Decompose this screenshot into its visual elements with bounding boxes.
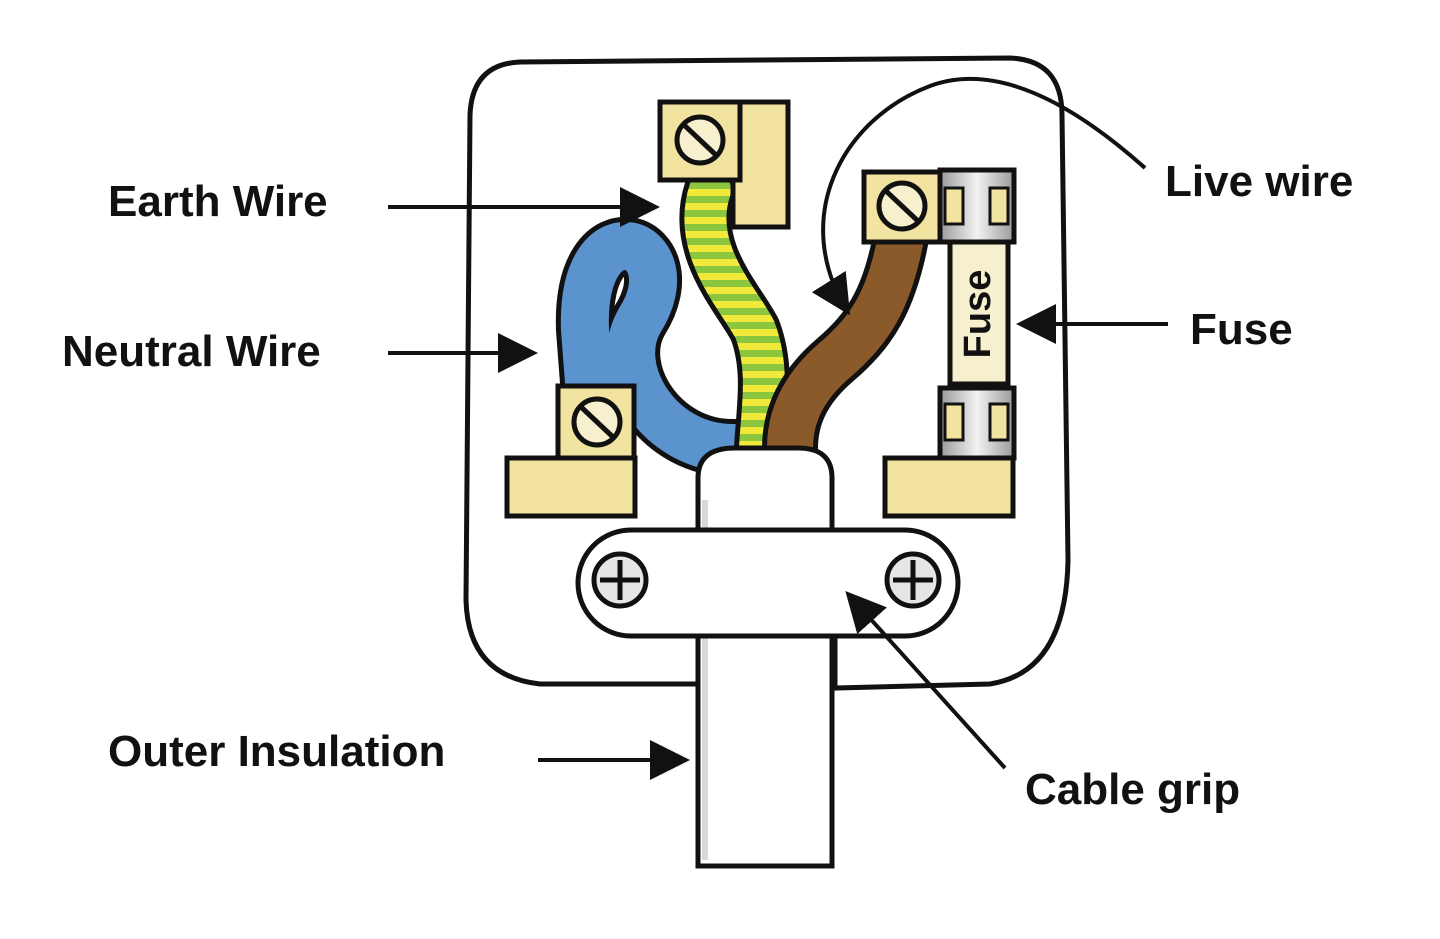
- neutral-terminal: [504, 383, 638, 519]
- label-earth-wire: Earth Wire: [108, 177, 328, 226]
- fuse-body: Fuse: [947, 239, 1011, 387]
- grip-screw-left: [591, 551, 649, 609]
- grip-screw-right: [884, 551, 942, 609]
- arrow-cable-grip: [845, 591, 1007, 770]
- fuse-clip-bottom: [882, 385, 1017, 519]
- label-cable-grip: Cable grip: [1025, 765, 1240, 814]
- arrow-live-wire: [811, 76, 1147, 316]
- earth-terminal: [657, 99, 791, 230]
- fuse-body-text: Fuse: [957, 270, 999, 359]
- live-terminal: [861, 169, 943, 245]
- label-live-wire: Live wire: [1165, 157, 1353, 206]
- label-fuse: Fuse: [1190, 305, 1293, 354]
- label-outer-insulation: Outer Insulation: [108, 727, 445, 776]
- label-neutral-wire: Neutral Wire: [62, 327, 321, 376]
- fuse-clip-top: [937, 167, 1017, 245]
- outer-insulation: [695, 445, 835, 869]
